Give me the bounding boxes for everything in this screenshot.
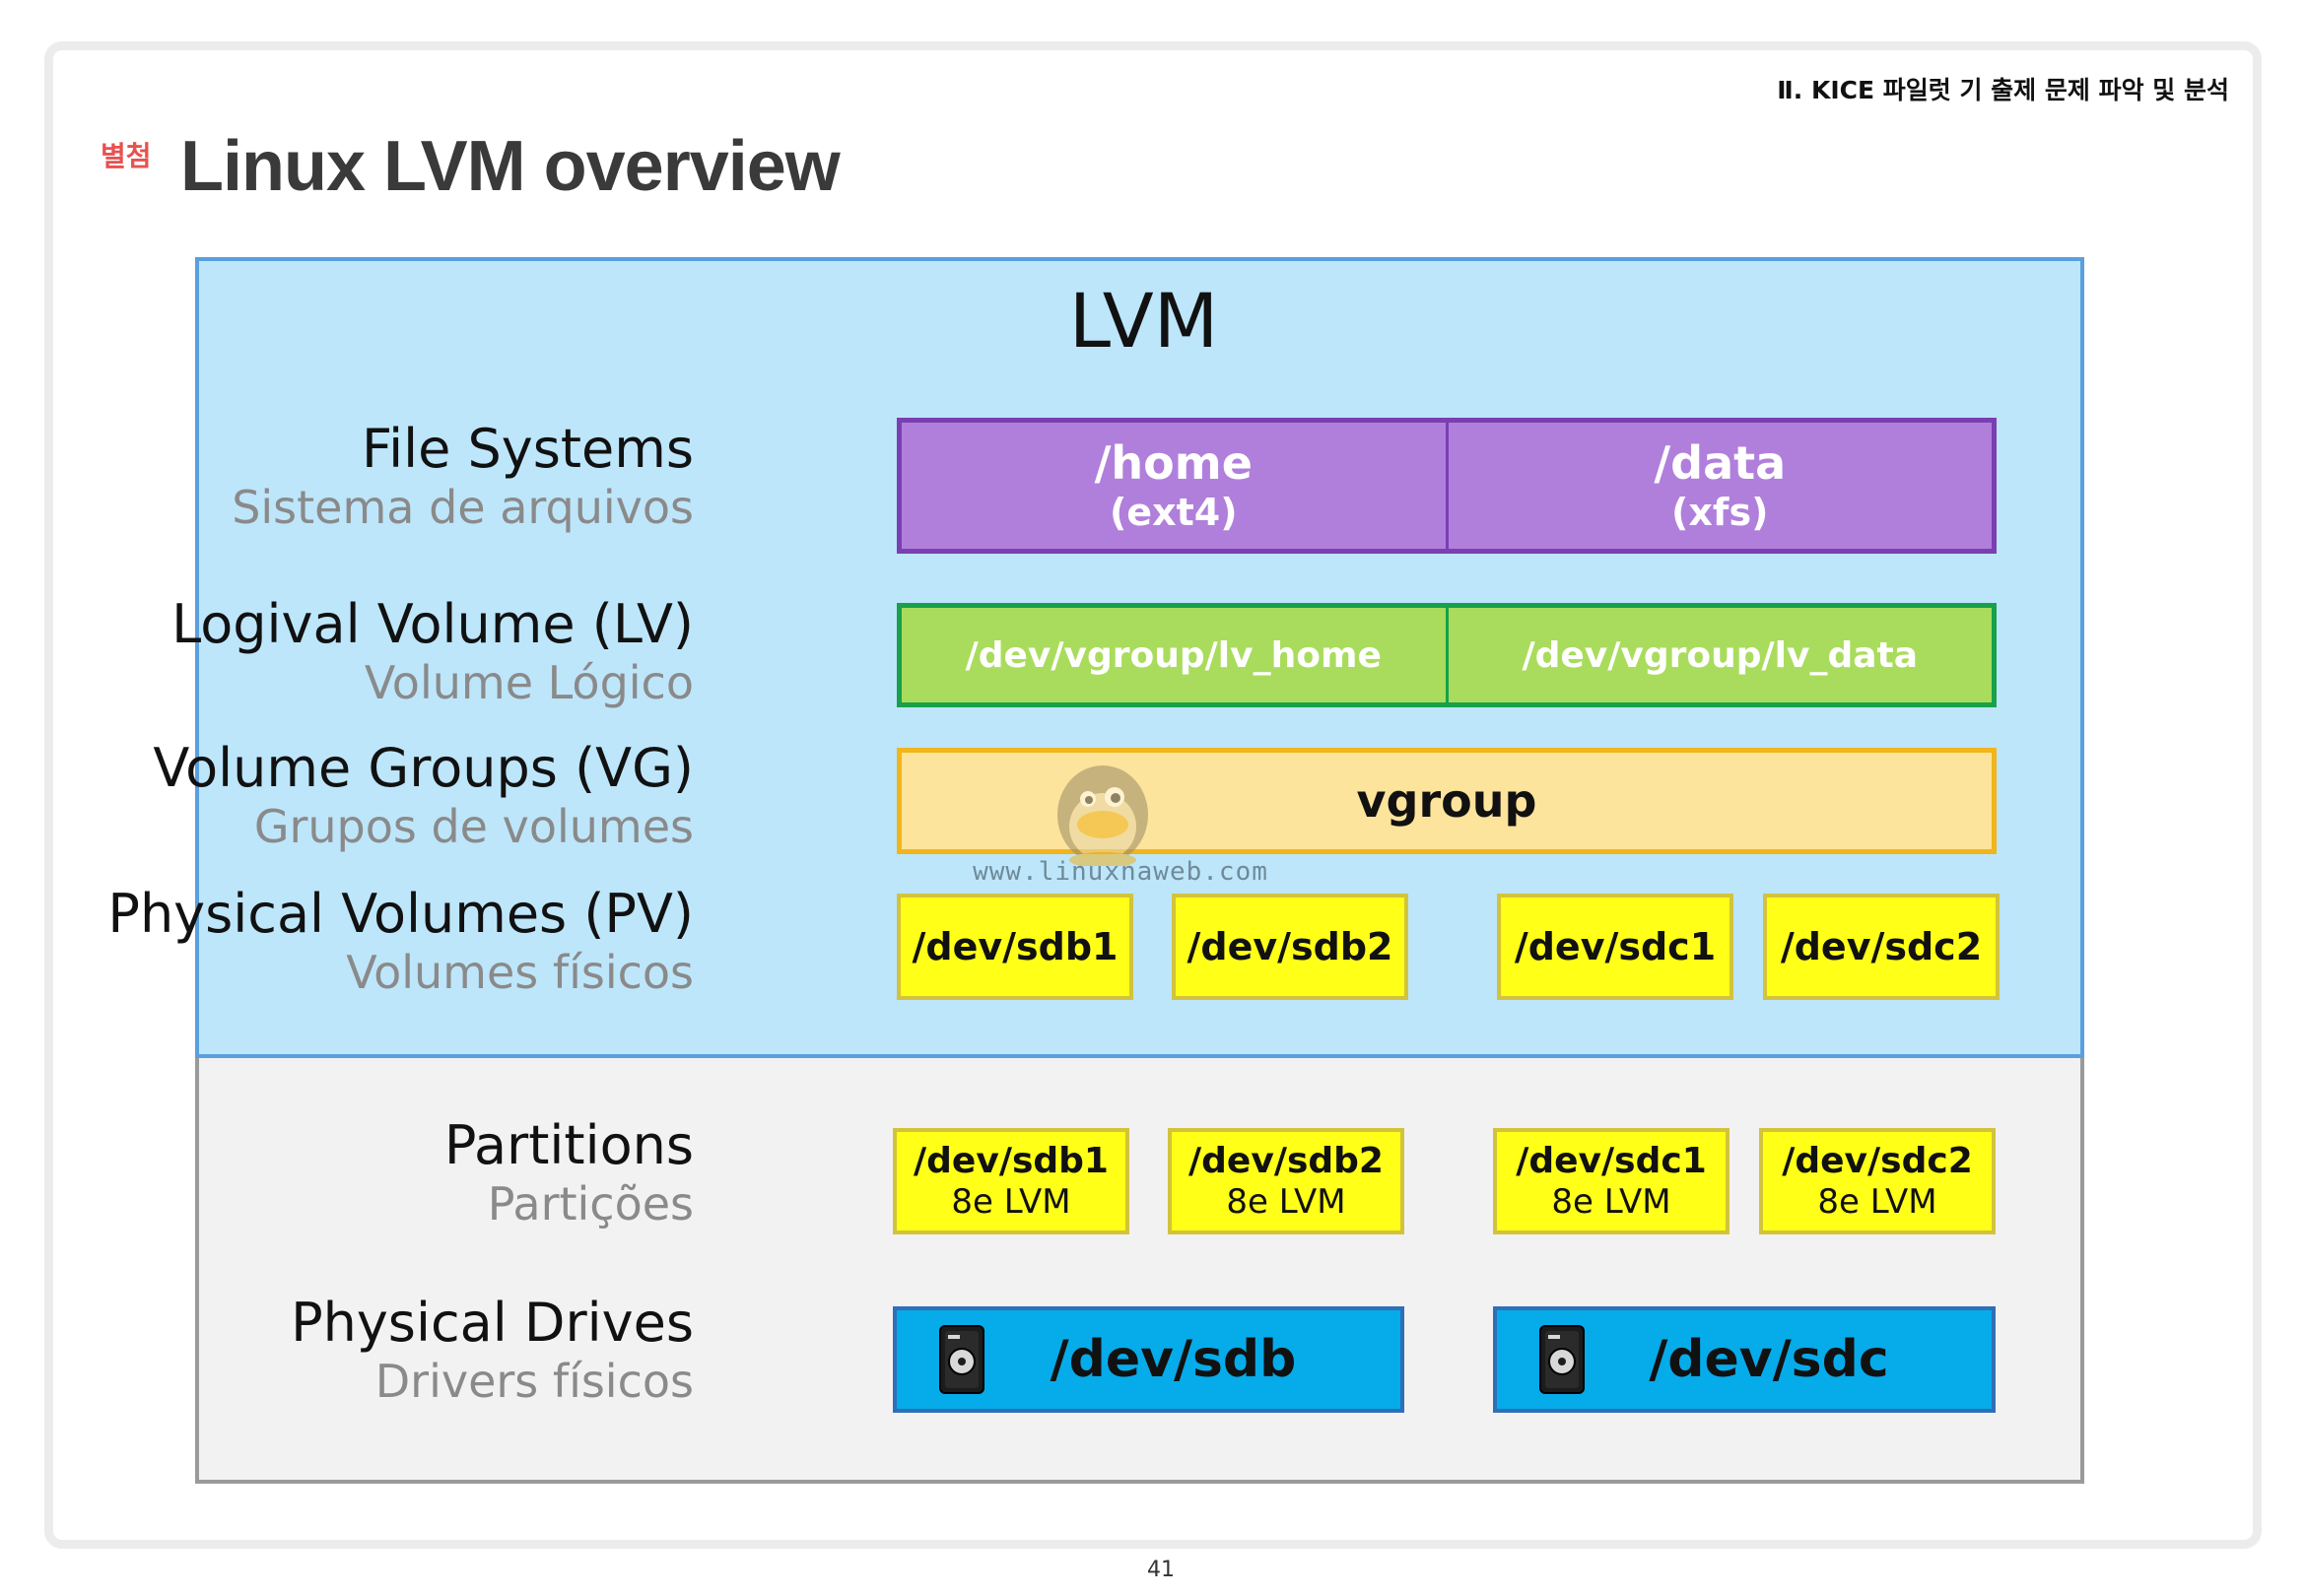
drive-name: /dev/sdb <box>1050 1330 1297 1389</box>
partition-type-code: 8e LVM <box>1226 1182 1346 1222</box>
volume-group-name: vgroup <box>1356 774 1537 828</box>
hard-disk-icon <box>1539 1325 1585 1394</box>
section-label: Ⅱ. KICE 파일럿 기 출제 문제 파악 및 분석 <box>1777 76 2229 104</box>
partition-sdc2: /dev/sdc2 8e LVM <box>1759 1128 1996 1234</box>
layer-label-partitions: Partitions Partições <box>444 1115 694 1231</box>
layer-name: Volume Groups (VG) <box>153 737 694 799</box>
partition-sdb2: /dev/sdb2 8e LVM <box>1168 1128 1404 1234</box>
penguin-mascot-icon <box>1057 765 1148 866</box>
file-system-home: /home (ext4) <box>902 423 1446 549</box>
drive-name: /dev/sdc <box>1649 1330 1889 1389</box>
layer-translation: Grupos de volumes <box>253 800 694 853</box>
watermark-url: www.linuxnaweb.com <box>973 857 1268 887</box>
layer-translation: Volumes físicos <box>346 946 694 999</box>
file-system-name: /home <box>1094 436 1253 490</box>
page-number: 41 <box>1147 1558 1175 1582</box>
partition-device: /dev/sdc2 <box>1782 1141 1973 1181</box>
layer-translation: Partições <box>487 1177 694 1230</box>
partition-device: /dev/sdc1 <box>1516 1141 1707 1181</box>
partition-sdc1: /dev/sdc1 8e LVM <box>1493 1128 1730 1234</box>
file-system-type: (xfs) <box>1671 491 1769 534</box>
partition-type-code: 8e LVM <box>951 1182 1071 1222</box>
layer-name: Partitions <box>443 1114 694 1176</box>
file-systems-row: /home (ext4) /data (xfs) <box>897 418 1997 554</box>
layer-label-volume-groups: Volume Groups (VG) Grupos de volumes <box>153 738 694 854</box>
logical-volumes-row: /dev/vgroup/lv_home /dev/vgroup/lv_data <box>897 603 1997 707</box>
hardware-panel: Partitions Partições Physical Drives Dri… <box>195 1058 2084 1484</box>
layer-name: File Systems <box>361 418 694 480</box>
layer-name: Logival Volume (LV) <box>171 593 694 655</box>
layer-translation: Volume Lógico <box>364 656 694 709</box>
layer-label-physical-drives: Physical Drives Drivers físicos <box>291 1293 694 1409</box>
physical-volume-sdc1: /dev/sdc1 <box>1497 894 1733 1000</box>
layer-label-physical-volumes: Physical Volumes (PV) Volumes físicos <box>107 884 694 1000</box>
page-title: Linux LVM overview <box>180 127 841 206</box>
watermark: www.linuxnaweb.com <box>928 756 1313 887</box>
hard-disk-icon <box>939 1325 984 1394</box>
file-system-data: /data (xfs) <box>1445 423 1993 549</box>
file-system-type: (ext4) <box>1109 491 1238 534</box>
layer-label-file-systems: File Systems Sistema de arquivos <box>232 419 694 535</box>
partition-device: /dev/sdb1 <box>914 1141 1109 1181</box>
file-system-name: /data <box>1654 436 1787 490</box>
lvm-panel: LVM File Systems Sistema de arquivos Log… <box>107 257 2084 1058</box>
layer-name: Physical Drives <box>291 1292 694 1354</box>
physical-drive-sdc: /dev/sdc <box>1493 1306 1996 1413</box>
layer-translation: Drivers físicos <box>374 1355 694 1408</box>
partition-type-code: 8e LVM <box>1551 1182 1671 1222</box>
physical-drive-sdb: /dev/sdb <box>893 1306 1404 1413</box>
lvm-diagram: LVM File Systems Sistema de arquivos Log… <box>107 257 2084 1484</box>
layer-translation: Sistema de arquivos <box>232 481 694 534</box>
physical-volume-sdb2: /dev/sdb2 <box>1172 894 1408 1000</box>
appendix-tag: 별첨 <box>101 140 152 172</box>
lvm-title: LVM <box>1068 277 1219 365</box>
logical-volume-data: /dev/vgroup/lv_data <box>1445 608 1993 702</box>
layer-label-logical-volume: Logival Volume (LV) Volume Lógico <box>171 594 694 710</box>
physical-volume-sdb1: /dev/sdb1 <box>897 894 1133 1000</box>
logical-volume-home: /dev/vgroup/lv_home <box>965 634 1382 676</box>
physical-volume-sdc2: /dev/sdc2 <box>1763 894 2000 1000</box>
partition-device: /dev/sdb2 <box>1188 1141 1384 1181</box>
layer-name: Physical Volumes (PV) <box>107 883 694 945</box>
partition-sdb1: /dev/sdb1 8e LVM <box>893 1128 1129 1234</box>
partition-type-code: 8e LVM <box>1817 1182 1937 1222</box>
